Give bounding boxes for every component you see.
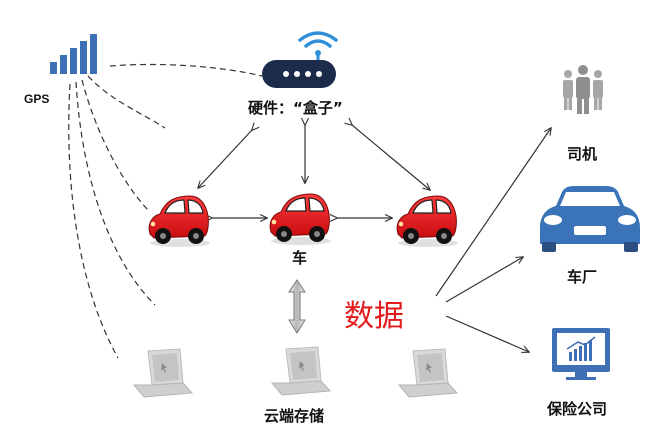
gps-label: GPS bbox=[24, 92, 50, 106]
driver-label: 司机 bbox=[567, 145, 598, 163]
laptop-icon bbox=[271, 346, 331, 396]
car-factory-label: 车厂 bbox=[567, 268, 598, 286]
data-links bbox=[435, 128, 551, 352]
car-icon bbox=[148, 195, 211, 248]
car-label: 车 bbox=[292, 249, 308, 267]
people-icon bbox=[563, 65, 603, 114]
double-arrow bbox=[288, 279, 306, 334]
car-icon bbox=[269, 193, 332, 246]
laptop-icon bbox=[398, 348, 458, 398]
data-label: 数据 bbox=[344, 299, 404, 334]
car-icon bbox=[396, 195, 459, 248]
monitor-chart-icon bbox=[552, 328, 610, 380]
hardware-label: 硬件：“盒子” bbox=[248, 99, 343, 117]
signal-bars-icon bbox=[50, 34, 97, 74]
car-front-icon bbox=[540, 186, 640, 252]
insurance-company-label: 保险公司 bbox=[547, 400, 608, 418]
laptop-icon bbox=[133, 348, 193, 398]
router-icon bbox=[262, 31, 338, 88]
router-car-links bbox=[198, 125, 430, 190]
gps-links bbox=[68, 63, 263, 359]
cloud-storage-label: 云端存储 bbox=[264, 407, 325, 425]
